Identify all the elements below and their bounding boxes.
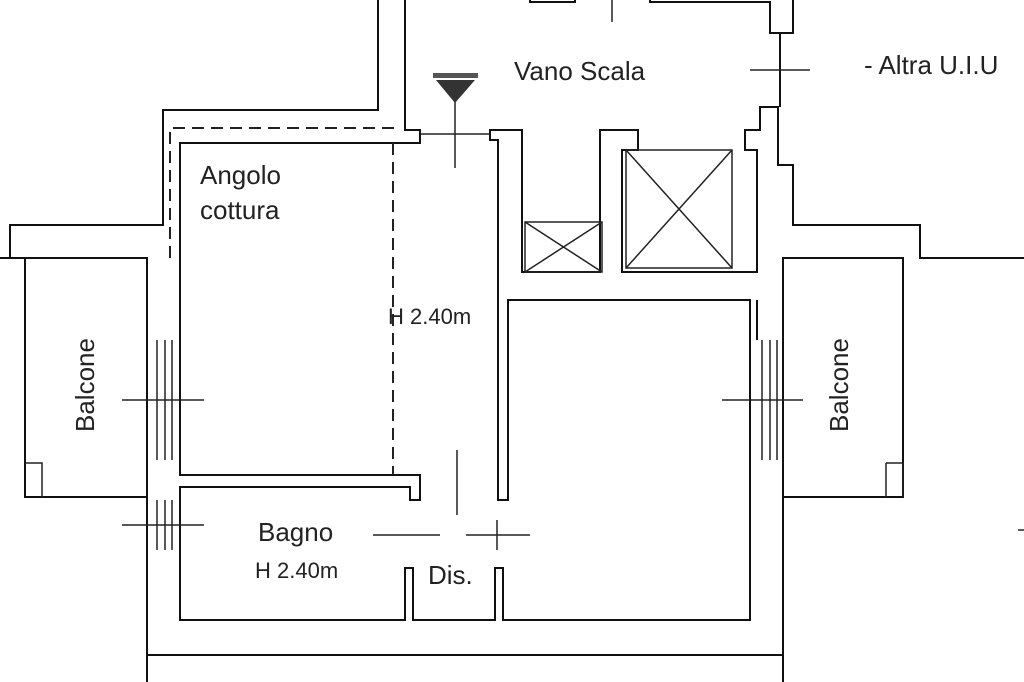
room-label-angolo: Angolo (200, 160, 281, 190)
door-mark (373, 0, 810, 550)
room-label-balcone-right: Balcone (824, 338, 854, 432)
wall (25, 462, 904, 497)
window (122, 340, 204, 460)
wall (24, 258, 147, 498)
wall (179, 0, 1024, 621)
wall (9, 0, 379, 258)
bagno-height-label: H 2.40m (255, 558, 339, 583)
wall (649, 0, 794, 34)
room-label-balcone-left: Balcone (70, 338, 100, 432)
wall (756, 258, 784, 340)
dashed-outline (169, 127, 395, 475)
room-label-cottura: cottura (200, 195, 280, 225)
wall (0, 257, 148, 682)
label-altra-uiu: - Altra U.I.U (864, 50, 999, 80)
shaft-small (524, 221, 603, 273)
room-label-vano-scala: Vano Scala (514, 56, 646, 86)
height-label: H 2.40m (388, 304, 472, 329)
wall (147, 257, 904, 682)
wall (529, 0, 576, 3)
window (122, 500, 204, 550)
room-label-bagno: Bagno (258, 517, 334, 547)
shaft-large (625, 149, 733, 269)
room-label-dis: Dis. (428, 560, 473, 590)
window (722, 340, 803, 460)
entrance-marker-icon (433, 73, 478, 103)
